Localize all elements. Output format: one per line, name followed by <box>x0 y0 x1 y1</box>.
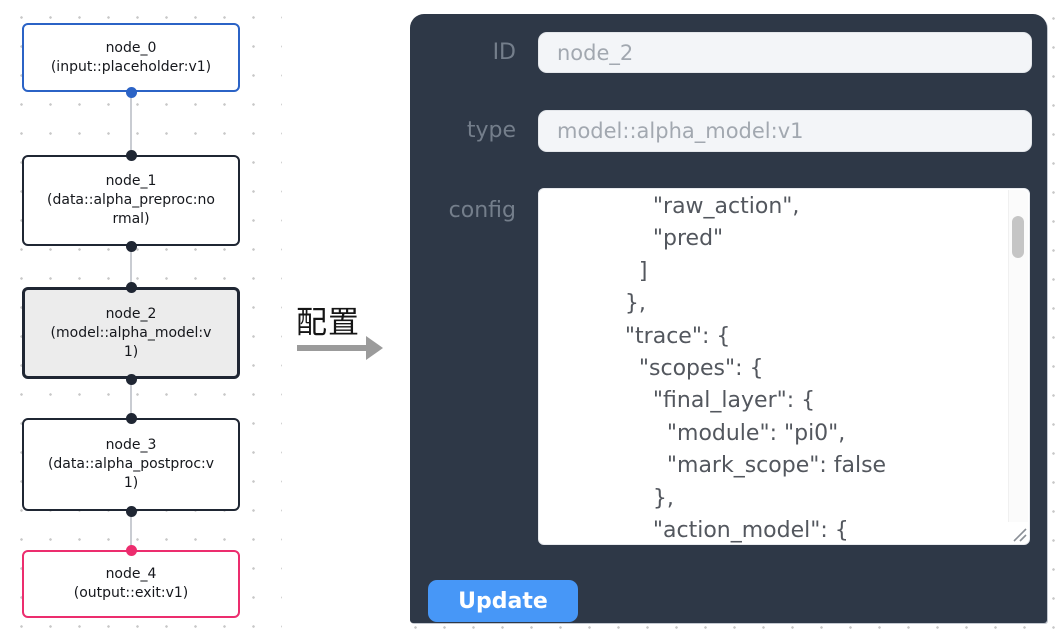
id-input[interactable] <box>538 32 1032 73</box>
configure-annotation: 配置 <box>296 305 360 341</box>
config-field-label: config <box>448 198 516 223</box>
scrollbar-track[interactable] <box>1008 190 1028 522</box>
node-subtitle: (data::alpha_postproc:v1) <box>47 456 215 491</box>
node-title: node_4 <box>105 566 157 582</box>
type-input[interactable] <box>538 110 1032 152</box>
node-subtitle: (input::placeholder:v1) <box>50 58 212 75</box>
edge-node3-node4 <box>130 511 132 550</box>
node-title: node_2 <box>105 305 157 322</box>
right-arrow-icon <box>297 345 366 351</box>
node-3-input-port[interactable] <box>125 412 137 424</box>
edge-node1-node2 <box>130 246 132 287</box>
edge-node0-node1 <box>130 92 132 155</box>
config-json-textarea[interactable]: "raw_action", "pred" ] }, "trace": { "sc… <box>538 188 1030 545</box>
node-2-output-port[interactable] <box>125 373 137 385</box>
node-2-selected[interactable]: node_2 (model::alpha_model:v1) <box>22 287 240 379</box>
node-3-output-port[interactable] <box>125 505 137 517</box>
config-json-text: "raw_action", "pred" ] }, "trace": { "sc… <box>624 194 887 544</box>
update-button[interactable]: Update <box>428 580 578 622</box>
node-subtitle: (output::exit:v1) <box>73 585 189 601</box>
node-3[interactable]: node_3 (data::alpha_postproc:v1) <box>22 418 240 511</box>
node-subtitle: (model::alpha_model:v1) <box>50 324 212 360</box>
node-title: node_1 <box>105 173 157 189</box>
node-1-output-port[interactable] <box>125 240 137 252</box>
node-config-panel: ID type config "raw_action", "pred" ] },… <box>410 14 1047 623</box>
node-1[interactable]: node_1 (data::alpha_preproc:normal) <box>22 155 240 246</box>
type-field-label: type <box>466 118 516 143</box>
edge-node2-node3 <box>130 379 132 418</box>
id-field-label: ID <box>492 40 516 65</box>
node-0-output-port[interactable] <box>125 86 137 98</box>
right-arrow-head-icon <box>366 336 383 360</box>
node-4-input-port[interactable] <box>125 544 137 556</box>
node-1-input-port[interactable] <box>125 149 137 161</box>
node-2-input-port[interactable] <box>125 281 137 293</box>
node-title: node_0 <box>105 39 157 56</box>
node-0[interactable]: node_0 (input::placeholder:v1) <box>22 23 240 92</box>
node-title: node_3 <box>105 437 157 453</box>
scrollbar-thumb[interactable] <box>1012 216 1024 258</box>
node-4[interactable]: node_4 (output::exit:v1) <box>22 550 240 618</box>
node-subtitle: (data::alpha_preproc:normal) <box>47 192 215 227</box>
resize-handle-icon[interactable] <box>1009 524 1027 542</box>
